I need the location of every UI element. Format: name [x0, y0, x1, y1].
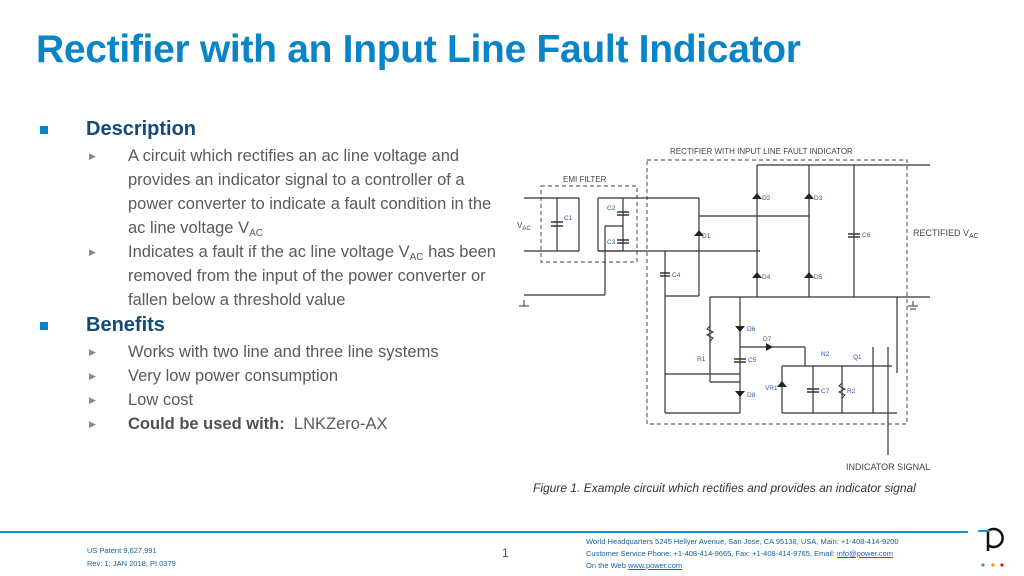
d2-label: D2: [762, 195, 771, 202]
d1-label: D1: [702, 233, 711, 240]
bullet-text: Indicates a fault if the ac line voltage…: [128, 243, 410, 261]
description-heading-label: Description: [86, 118, 197, 140]
web-text: On the Web: [586, 561, 628, 570]
c5-label: C5: [748, 357, 757, 364]
subscript: AC: [249, 228, 263, 239]
footer-left: US Patent 9,627,991 Rev: 1; JAN 2018; PI…: [87, 544, 176, 570]
benefit-bullet: ▶ Could be used with: LNKZero-AX: [38, 412, 508, 436]
n2-label: N2: [821, 351, 830, 358]
benefits-heading-label: Benefits: [86, 314, 165, 336]
content-column: Description ▶ A circuit which rectifies …: [38, 116, 508, 436]
description-bullet: ▶ Indicates a fault if the ac line volta…: [38, 240, 508, 312]
bullet-text: Low cost: [128, 391, 194, 409]
emi-filter-box: [540, 185, 638, 263]
c1-label: C1: [564, 215, 573, 222]
headquarters-address: World Headquarters 5245 Hellyer Avenue, …: [586, 537, 899, 546]
page-number: 1: [502, 546, 509, 560]
arrow-bullet-icon: ▶: [89, 247, 96, 257]
c4-label: C4: [672, 272, 681, 279]
arrow-bullet-icon: ▶: [89, 371, 96, 381]
footer-contact: World Headquarters 5245 Hellyer Avenue, …: [586, 536, 899, 572]
figure-caption: Figure 1. Example circuit which rectifie…: [533, 481, 916, 495]
output-label: RECTIFIED V: [913, 228, 969, 238]
bullet-text: A circuit which rectifies an ac line vol…: [128, 147, 492, 237]
bullet-text-tail: has been removed from the input of the p…: [128, 243, 496, 309]
input-sub: AC: [522, 226, 531, 232]
arrow-bullet-icon: ▶: [89, 419, 96, 429]
d8-label: D8: [747, 392, 756, 399]
rectifier-box: [646, 159, 908, 425]
d5-label: D5: [814, 274, 823, 281]
d7-label: D7: [763, 336, 772, 343]
square-bullet-icon: [40, 126, 48, 134]
website-link[interactable]: www.power.com: [627, 561, 683, 570]
indicator-signal-label: INDICATOR SIGNAL: [846, 462, 930, 472]
subscript: AC: [409, 252, 424, 263]
svg-text:VAC: VAC: [517, 221, 531, 232]
bullet-text: Very low power consumption: [128, 367, 339, 385]
circuit-diagram: RECTIFIER WITH INPUT LINE FAULT INDICATO…: [517, 147, 979, 472]
benefit-bullet: ▶ Works with two line and three line sys…: [38, 340, 508, 364]
arrow-bullet-icon: ▶: [89, 347, 96, 357]
rectifier-box-label: RECTIFIER WITH INPUT LINE FAULT INDICATO…: [670, 147, 853, 156]
d4-label: D4: [762, 274, 771, 281]
arrow-bullet-icon: ▶: [89, 395, 96, 405]
email-link[interactable]: info@power.com: [836, 549, 893, 558]
input-label: V: [517, 221, 523, 230]
slide-title: Rectifier with an Input Line Fault Indic…: [36, 28, 801, 71]
service-text: Customer Service Phone: +1-408-414-9665,…: [586, 549, 837, 558]
power-integrations-logo: [978, 527, 1004, 567]
patent-number: US Patent 9,627,991: [87, 546, 157, 555]
used-with-label: Could be used with:: [128, 415, 285, 433]
output-sub: AC: [969, 233, 979, 240]
c2-label: C2: [607, 205, 616, 212]
benefits-heading: Benefits: [38, 314, 508, 340]
d3-label: D3: [814, 195, 823, 202]
description-bullet: ▶ A circuit which rectifies an ac line v…: [38, 144, 508, 240]
r2-label: R2: [847, 388, 856, 395]
c3-label: C3: [607, 239, 616, 246]
revision-info: Rev: 1; JAN 2018; PI.0379: [87, 559, 176, 568]
r1-label: R1: [697, 356, 706, 363]
description-heading: Description: [38, 118, 508, 144]
bullet-text: Works with two line and three line syste…: [128, 343, 439, 361]
square-bullet-icon: [40, 322, 48, 330]
vr1-label: VR1: [765, 385, 778, 392]
benefit-bullet: ▶ Low cost: [38, 388, 508, 412]
emi-filter-label: EMI FILTER: [563, 175, 607, 184]
used-with-value: LNKZero-AX: [293, 415, 388, 433]
svg-text:RECTIFIED VAC: RECTIFIED VAC: [913, 228, 979, 240]
footer-divider: [0, 531, 968, 533]
c6-label: C6: [862, 232, 871, 239]
benefit-bullet: ▶ Very low power consumption: [38, 364, 508, 388]
c7-label: C7: [821, 388, 830, 395]
arrow-bullet-icon: ▶: [89, 151, 96, 161]
q1-label: Q1: [853, 354, 862, 361]
d6-label: D6: [747, 326, 756, 333]
